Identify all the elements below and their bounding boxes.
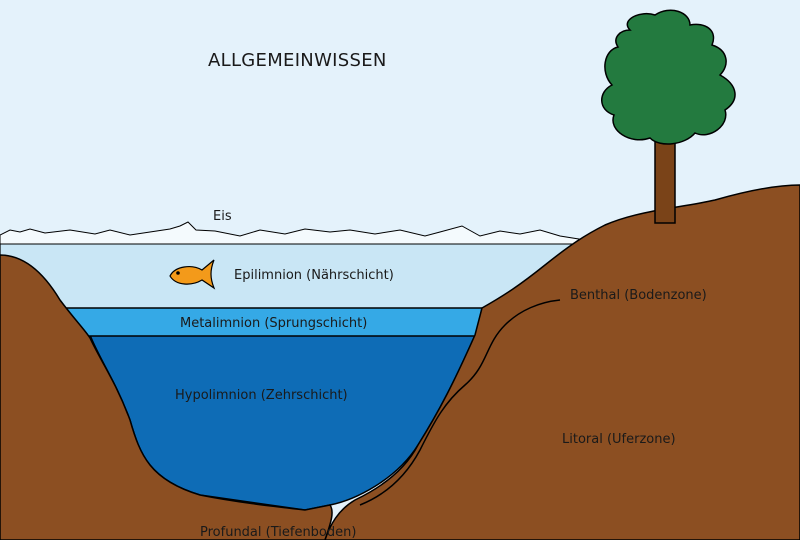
label-epilimnion: Epilimnion (Nährschicht): [234, 268, 394, 283]
ice-layer: [0, 221, 589, 245]
label-litoral: Litoral (Uferzone): [562, 432, 676, 447]
label-hypolimnion: Hypolimnion (Zehrschicht): [175, 388, 348, 403]
fish-icon: [169, 259, 216, 290]
label-ice: Eis: [213, 209, 232, 224]
label-metalimnion: Metalimnion (Sprungschicht): [180, 316, 368, 331]
tree-trunk: [654, 137, 676, 224]
left-bank: [0, 254, 333, 541]
benthal-boundary: [359, 299, 561, 506]
tree-crown: [601, 9, 736, 145]
label-benthal: Benthal (Bodenzone): [570, 288, 707, 303]
page-title: ALLGEMEINWISSEN: [208, 50, 387, 71]
right-bank: [323, 184, 800, 541]
label-profundal: Profundal (Tiefenboden): [200, 525, 357, 540]
